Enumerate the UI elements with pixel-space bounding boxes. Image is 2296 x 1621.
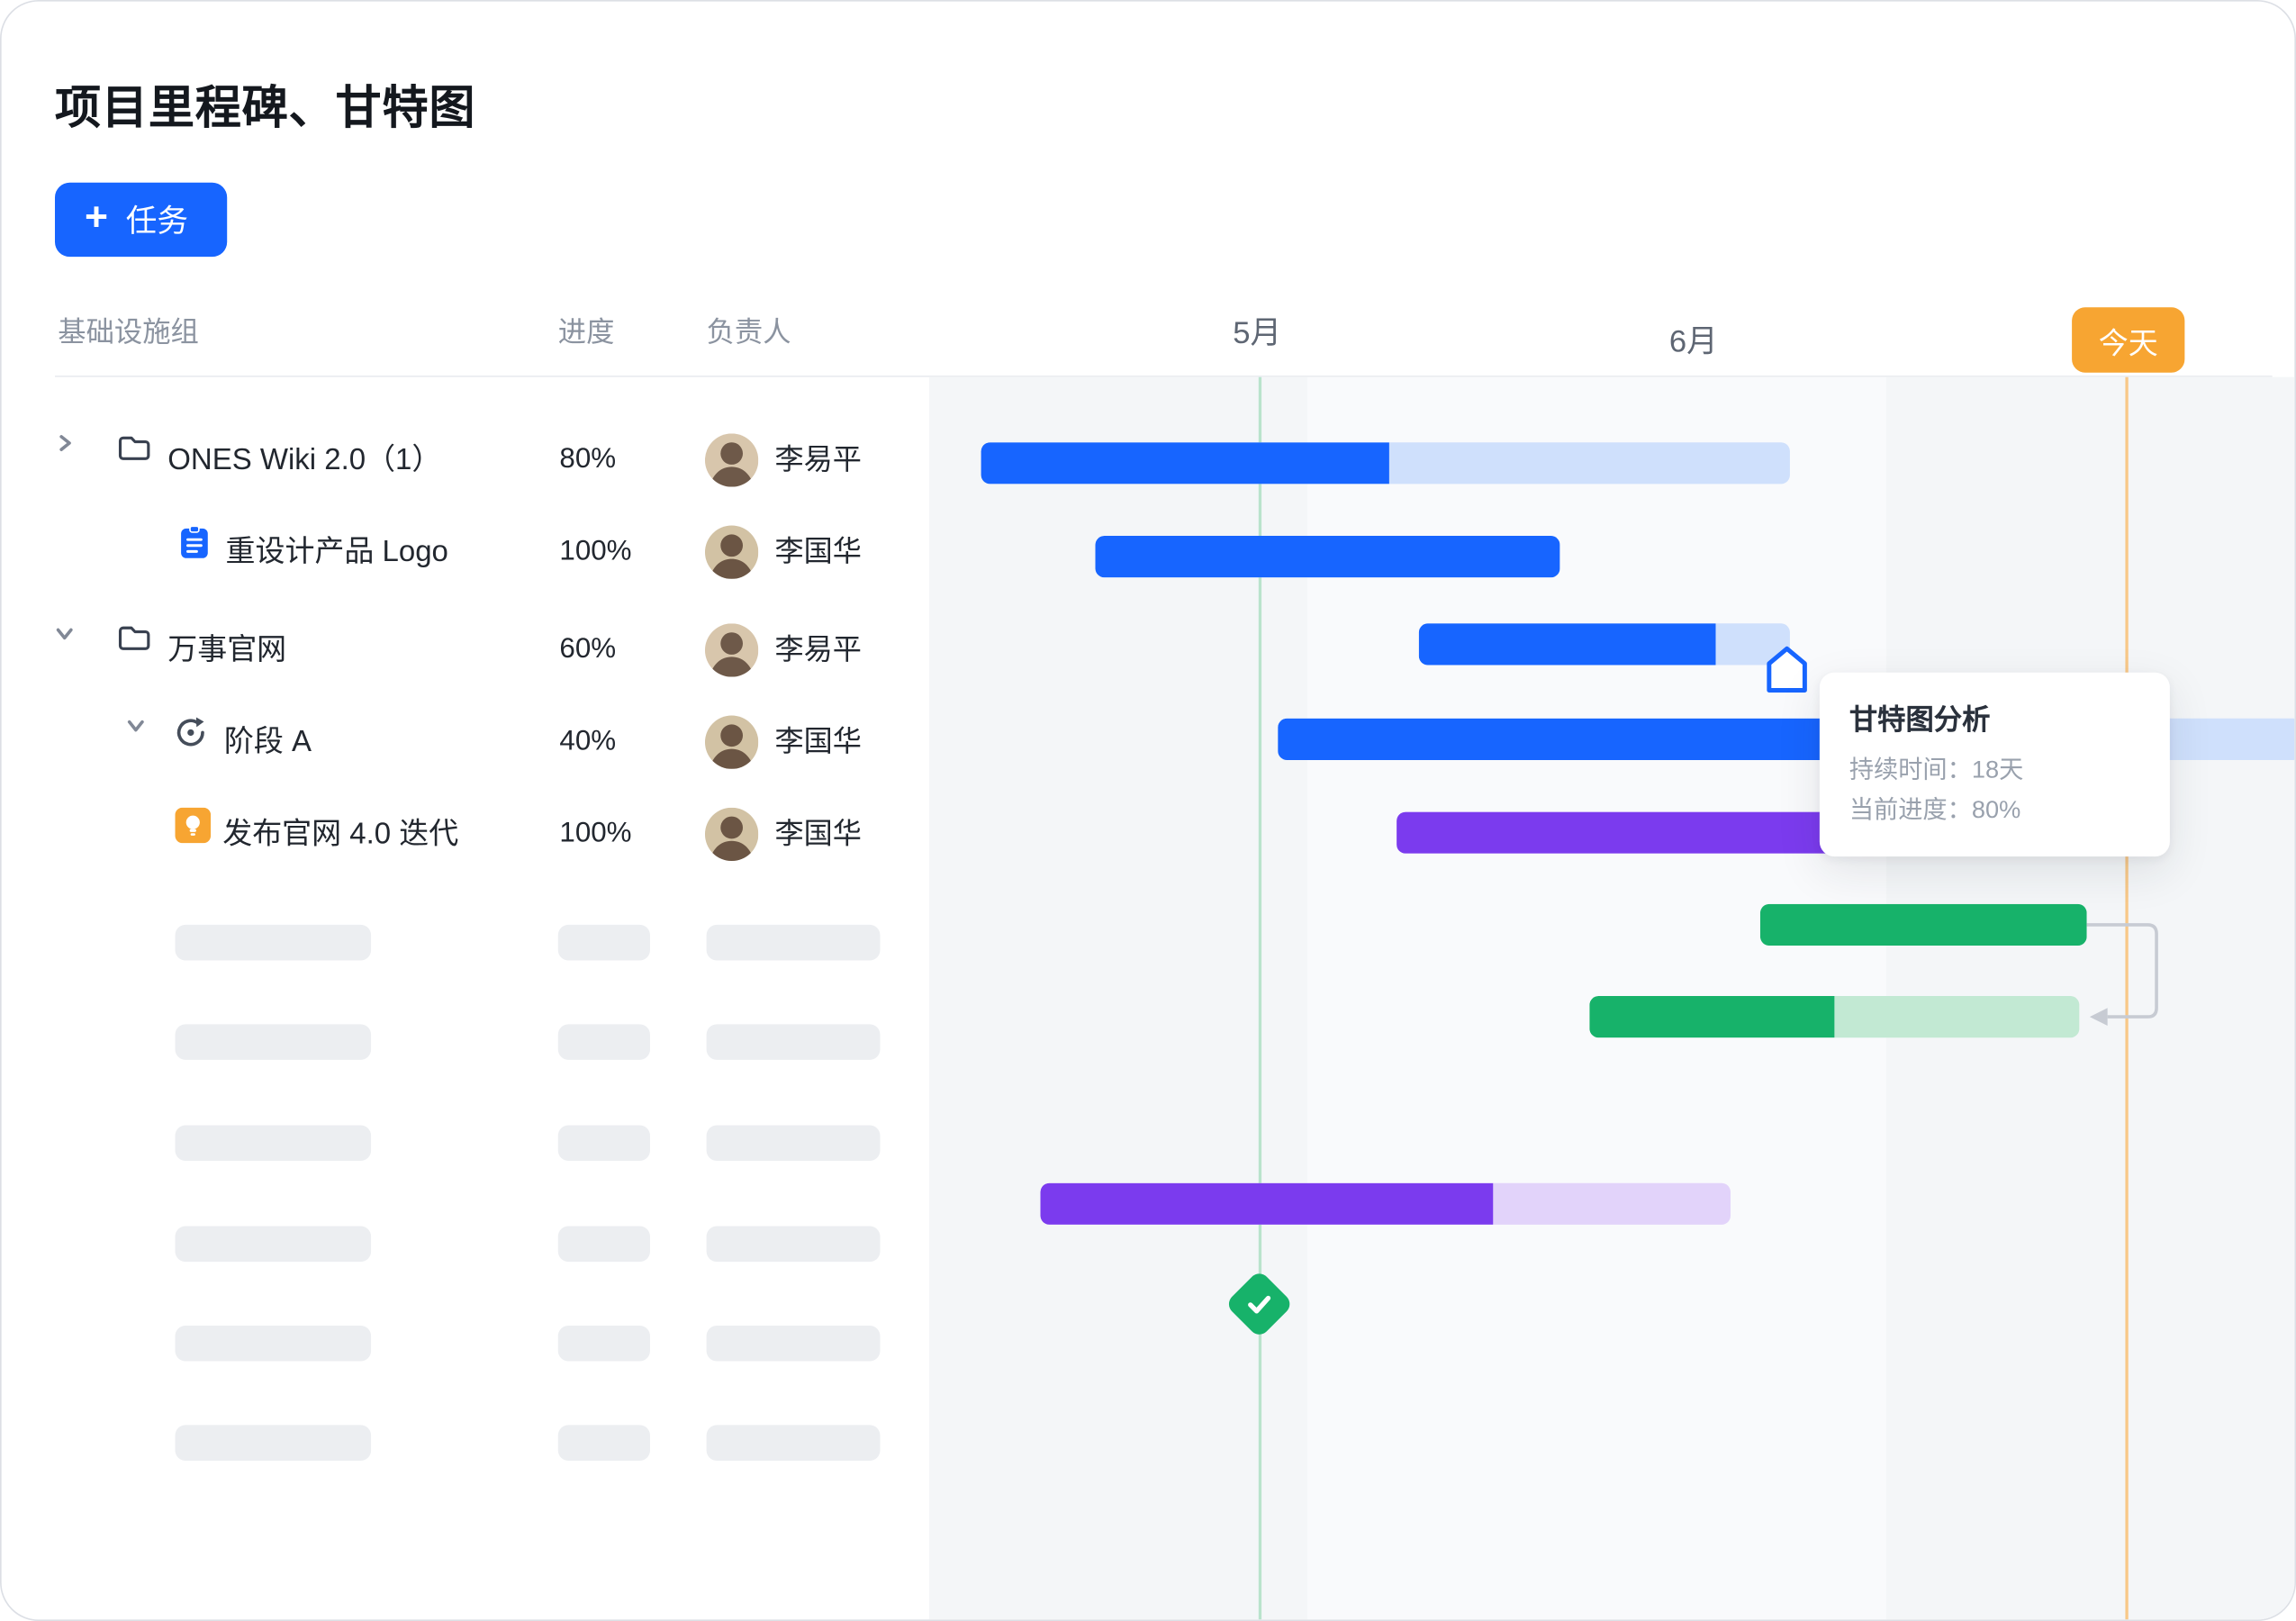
lightbulb-icon: [175, 807, 212, 861]
task-progress: 100%: [559, 818, 632, 849]
task-name[interactable]: 发布官网 4.0 迭代: [222, 818, 459, 851]
gantt-bar-fill: [1418, 623, 1716, 666]
task-progress: 40%: [559, 726, 617, 757]
gantt-bar[interactable]: [981, 442, 1790, 484]
add-task-label: 任务: [125, 204, 188, 240]
gantt-bar[interactable]: [1095, 536, 1560, 578]
chevron-down-icon[interactable]: [126, 716, 149, 769]
gantt-bar[interactable]: [1418, 623, 1790, 666]
task-name[interactable]: 阶段 A: [223, 726, 312, 759]
task-progress: 60%: [559, 633, 617, 666]
gantt-bar[interactable]: [1589, 996, 2080, 1038]
table-row[interactable]: 万事官网 60% 李易平: [2, 623, 929, 677]
avatar: [704, 623, 759, 677]
task-owner: 李国华: [774, 818, 862, 851]
table-row[interactable]: 发布官网 4.0 迭代 100% 李国华: [2, 807, 929, 862]
skeleton-row: [2, 1024, 929, 1060]
task-owner: 李易平: [774, 633, 862, 667]
task-progress: 80%: [559, 443, 617, 475]
bar-drag-handle-icon[interactable]: [1765, 644, 1809, 694]
tooltip-title: 甘特图分析: [1849, 704, 1991, 737]
task-progress: 100%: [559, 536, 632, 567]
month-start-line: [1258, 376, 1262, 1620]
timeline-month-june: 6月: [1668, 324, 1718, 359]
avatar: [704, 433, 759, 487]
skeleton-row: [2, 1226, 929, 1263]
tooltip-progress: 当前进度：80%: [1849, 797, 2021, 824]
gantt-bar-fill: [1397, 811, 1887, 854]
gantt-bar[interactable]: [1040, 1182, 1731, 1225]
folder-icon: [117, 433, 151, 486]
table-row[interactable]: ONES Wiki 2.0（1） 80% 李易平: [2, 433, 929, 487]
gantt-bar-fill: [1040, 1182, 1494, 1225]
column-header-progress: 进度: [557, 317, 615, 349]
gantt-chart-area: 甘特图分析 持续时间：18天 当前进度：80%: [928, 376, 2295, 1620]
column-header-group: 基础设施组: [58, 317, 199, 349]
task-owner: 李易平: [774, 443, 862, 477]
gantt-bar[interactable]: [1759, 903, 2087, 946]
month-band: [928, 376, 1308, 1620]
tooltip-duration: 持续时间：18天: [1849, 756, 2024, 784]
timeline-month-may: 5月: [1233, 316, 1282, 351]
table-row[interactable]: 阶段 A 40% 李国华: [2, 715, 929, 769]
task-name[interactable]: 万事官网: [167, 633, 287, 667]
dependency-connector: [2086, 923, 2158, 1027]
today-badge[interactable]: 今天: [2072, 307, 2185, 373]
task-name[interactable]: 重设计产品 Logo: [225, 536, 448, 569]
gantt-bar-fill: [981, 442, 1389, 484]
column-header-owner: 负责人: [706, 317, 791, 349]
skeleton-row: [2, 1325, 929, 1362]
avatar: [704, 715, 759, 769]
task-owner: 李国华: [774, 726, 862, 759]
today-line: [2125, 376, 2129, 1620]
task-name[interactable]: ONES Wiki 2.0（1）: [167, 443, 442, 477]
chevron-down-icon[interactable]: [55, 623, 78, 676]
gantt-bar-fill: [1759, 903, 2087, 946]
skeleton-row: [2, 1425, 929, 1461]
gantt-bar-fill: [1095, 536, 1560, 578]
add-task-button[interactable]: + 任务: [54, 182, 227, 258]
check-icon: [1248, 1295, 1271, 1314]
sprint-icon: [174, 716, 208, 769]
document-icon: [178, 525, 211, 579]
chevron-right-icon[interactable]: [55, 433, 78, 486]
gantt-bar[interactable]: [1397, 811, 1887, 854]
page-title: 项目里程碑、甘特图: [54, 81, 476, 134]
header-divider: [54, 376, 2273, 377]
table-row[interactable]: 重设计产品 Logo 100% 李国华: [2, 525, 929, 579]
avatar: [704, 807, 759, 862]
skeleton-row: [2, 924, 929, 961]
gantt-bar-fill: [1589, 996, 1835, 1038]
milestone-diamond[interactable]: [1225, 1269, 1295, 1339]
task-owner: 李国华: [774, 536, 862, 569]
folder-icon: [117, 623, 151, 676]
skeleton-row: [2, 1125, 929, 1162]
gantt-tooltip: 甘特图分析 持续时间：18天 当前进度：80%: [1819, 672, 2170, 857]
avatar: [704, 525, 759, 579]
plus-icon: +: [84, 194, 108, 240]
